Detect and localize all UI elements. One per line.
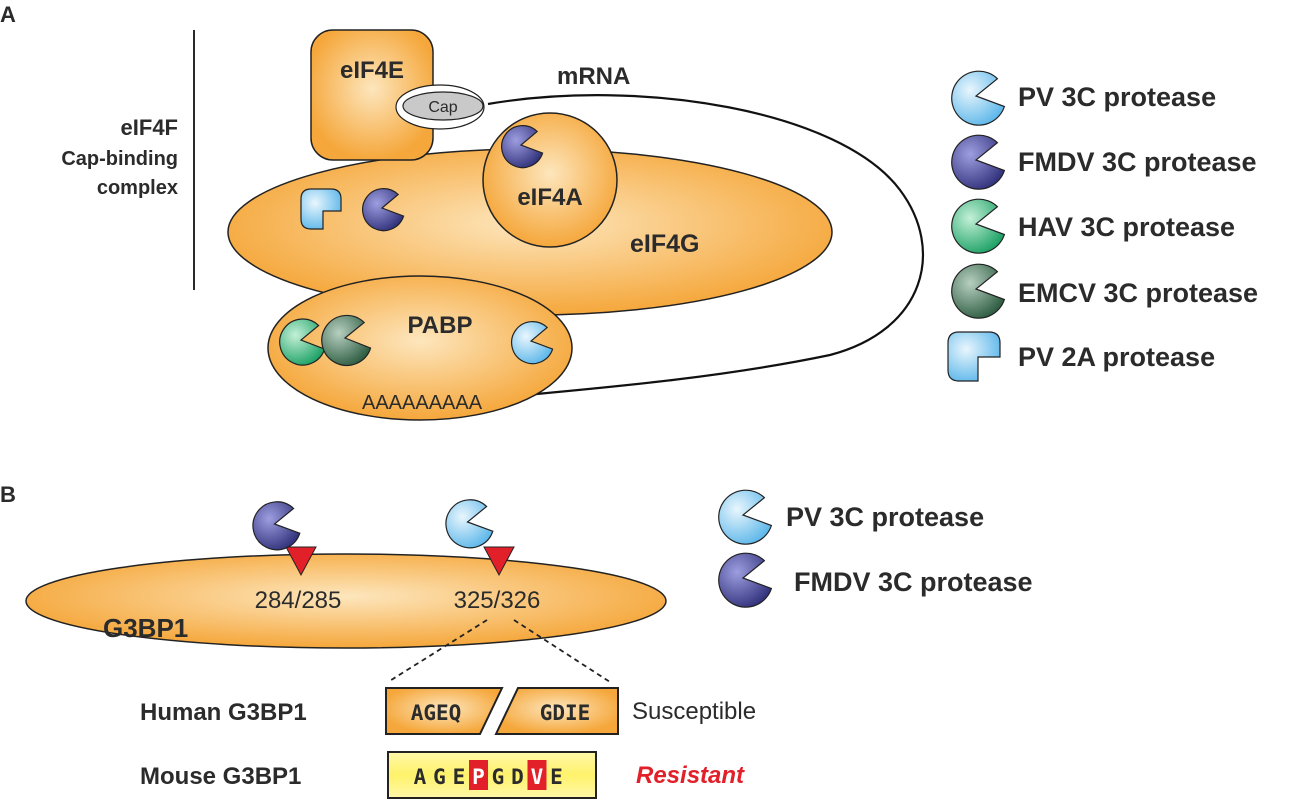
legend-item-hav-3c: HAV 3C protease (1018, 212, 1235, 242)
mouse-seq-mutated-residue: V (531, 765, 544, 789)
mrna-strand (487, 94, 924, 398)
mouse-seq-residue: E (453, 765, 466, 789)
eif4g-label: eIF4G (630, 230, 699, 258)
g3bp1-protein (25, 553, 667, 649)
eif4e-label: eIF4E (340, 57, 404, 84)
legend-panel-a: PV 3C protease FMDV 3C protease HAV 3C p… (947, 70, 1258, 382)
cap-label: Cap (428, 99, 457, 116)
eif4a-label: eIF4A (517, 184, 582, 211)
panel-a-label: A (0, 2, 16, 27)
mouse-seq-residue: G (492, 765, 505, 789)
pv-2a-protease-icon (300, 188, 342, 230)
human-status: Susceptible (632, 698, 756, 725)
mouse-seq-box (387, 751, 597, 799)
mouse-seq-residue: E (550, 765, 563, 789)
panel-b-label: B (0, 482, 16, 507)
fmdv-3c-protease-icon (252, 501, 301, 551)
cleavage-arrow-icon (285, 546, 317, 577)
zoom-line-left (387, 619, 488, 683)
cleavage-site-325-326: 325/326 (454, 587, 541, 614)
legend-panel-b: PV 3C protease FMDV 3C protease (718, 489, 1033, 608)
human-g3bp1-label: Human G3BP1 (140, 699, 307, 726)
fmdv-3c-protease-icon (718, 552, 773, 608)
legend-item-pv-3c: PV 3C protease (1018, 82, 1216, 112)
mrna-label: mRNA (557, 63, 630, 90)
legend-item-pv-2a: PV 2A protease (1018, 342, 1215, 372)
mouse-seq-mutated-residue: P (472, 765, 485, 789)
hav-3c-protease-icon (951, 198, 1006, 254)
human-seq-left: AGEQ (411, 701, 462, 725)
pv-3c-protease-icon (511, 321, 554, 365)
fmdv-3c-protease-icon (362, 188, 405, 232)
eif4a-protein (482, 112, 618, 248)
cap-structure (402, 91, 484, 121)
cleavage-arrow-icon (483, 546, 515, 577)
emcv-3c-protease-icon (951, 263, 1006, 319)
pv-3c-protease-icon (951, 70, 1006, 126)
g3bp1-label: G3BP1 (103, 613, 188, 643)
legend-item-pv-3c: PV 3C protease (786, 502, 984, 532)
pabp-protein (267, 275, 573, 421)
polya-tail: AAAAAAAAA (362, 392, 483, 414)
human-seq-fragment-left (385, 687, 504, 735)
fmdv-3c-protease-icon (951, 134, 1006, 190)
mouse-seq-residue: D (511, 765, 524, 789)
mouse-seq-residue: G (433, 765, 446, 789)
complex-label: complex (97, 177, 178, 199)
mouse-g3bp1-label: Mouse G3BP1 (140, 763, 301, 790)
pv-3c-protease-icon (445, 499, 494, 549)
eif4f-label: eIF4F (121, 115, 178, 140)
pv-2a-protease-icon (947, 331, 1001, 382)
mutation-highlight (527, 760, 547, 790)
cap-binding-label: Cap-binding (61, 148, 178, 170)
legend-item-fmdv-3c: FMDV 3C protease (794, 567, 1033, 597)
fmdv-3c-protease-icon (501, 125, 544, 169)
legend-item-fmdv-3c: FMDV 3C protease (1018, 147, 1257, 177)
human-seq-right: GDIE (540, 701, 591, 725)
zoom-line-right (513, 619, 611, 683)
hav-3c-protease-icon (279, 318, 326, 366)
emcv-3c-protease-icon (321, 314, 372, 367)
cleavage-site-284-285: 284/285 (255, 587, 342, 614)
pabp-label: PABP (408, 312, 473, 339)
pv-3c-protease-icon (718, 489, 773, 545)
legend-item-emcv-3c: EMCV 3C protease (1018, 278, 1258, 308)
mouse-seq-residue: A (414, 765, 427, 789)
mutation-highlight (469, 760, 488, 790)
mouse-status: Resistant (636, 762, 745, 789)
human-seq-fragment-right (494, 687, 619, 735)
